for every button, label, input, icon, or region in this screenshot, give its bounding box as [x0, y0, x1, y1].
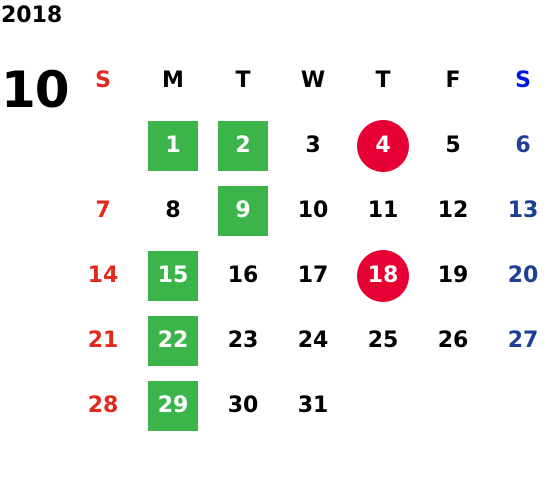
day-cell[interactable]: 6 [488, 113, 548, 178]
day-number: 30 [227, 393, 259, 418]
day-number-highlighted: 2 [218, 120, 268, 171]
weekday-header-fri: F [445, 68, 461, 93]
day-cell[interactable]: 22 [138, 308, 208, 373]
day-cell[interactable]: 29 [138, 373, 208, 438]
day-cell[interactable]: 31 [278, 373, 348, 438]
day-number-circled: 18 [357, 249, 409, 302]
day-number-circled: 4 [357, 119, 409, 172]
weekday-header-sat: S [515, 68, 531, 93]
day-number: 19 [437, 263, 469, 288]
day-cell[interactable]: 10 [278, 178, 348, 243]
day-cell[interactable]: 12 [418, 178, 488, 243]
day-cell[interactable]: 25 [348, 308, 418, 373]
day-number: 26 [437, 328, 469, 353]
day-cell[interactable]: 4 [348, 113, 418, 178]
day-number: 11 [367, 198, 399, 223]
day-cell[interactable]: 28 [68, 373, 138, 438]
day-cell[interactable]: 27 [488, 308, 548, 373]
weekday-header-mon: M [162, 68, 184, 93]
day-cell[interactable]: 17 [278, 243, 348, 308]
empty-day-cell [68, 113, 138, 178]
weekday-header-wed: W [300, 68, 326, 93]
day-cell[interactable]: 15 [138, 243, 208, 308]
day-cell[interactable]: 30 [208, 373, 278, 438]
day-number: 12 [437, 198, 469, 223]
day-number: 17 [297, 263, 329, 288]
day-number: 13 [507, 198, 539, 223]
day-number-highlighted: 1 [148, 120, 198, 171]
day-number: 14 [87, 263, 119, 288]
day-number: 28 [87, 393, 119, 418]
day-cell[interactable]: 13 [488, 178, 548, 243]
day-number: 27 [507, 328, 539, 353]
weekday-header-tue: T [235, 68, 251, 93]
day-number: 8 [165, 198, 181, 223]
day-cell[interactable]: 5 [418, 113, 488, 178]
day-cell[interactable]: 26 [418, 308, 488, 373]
day-number: 10 [297, 198, 329, 223]
day-cell[interactable]: 9 [208, 178, 278, 243]
day-number: 6 [515, 133, 531, 158]
day-number: 16 [227, 263, 259, 288]
day-number: 7 [95, 198, 111, 223]
day-cell[interactable]: 20 [488, 243, 548, 308]
day-number-highlighted: 29 [148, 380, 198, 431]
day-number-highlighted: 15 [148, 250, 198, 301]
day-number: 3 [305, 133, 321, 158]
day-number: 21 [87, 328, 119, 353]
day-number: 25 [367, 328, 399, 353]
weekday-header-thu: T [375, 68, 391, 93]
day-cell[interactable]: 19 [418, 243, 488, 308]
day-number: 31 [297, 393, 329, 418]
day-number: 20 [507, 263, 539, 288]
day-number: 24 [297, 328, 329, 353]
year-label: 2018 [1, 3, 63, 28]
day-cell[interactable]: 21 [68, 308, 138, 373]
day-cell[interactable]: 16 [208, 243, 278, 308]
day-cell[interactable]: 18 [348, 243, 418, 308]
day-cell[interactable]: 1 [138, 113, 208, 178]
day-cell[interactable]: 11 [348, 178, 418, 243]
day-cell[interactable]: 7 [68, 178, 138, 243]
day-number: 5 [445, 133, 461, 158]
day-cell[interactable]: 23 [208, 308, 278, 373]
day-number-highlighted: 9 [218, 185, 268, 236]
day-cell[interactable]: 3 [278, 113, 348, 178]
day-cell[interactable]: 2 [208, 113, 278, 178]
day-cell[interactable]: 8 [138, 178, 208, 243]
day-number-highlighted: 22 [148, 315, 198, 366]
day-cell[interactable]: 14 [68, 243, 138, 308]
month-label: 10 [1, 61, 70, 119]
day-cell[interactable]: 24 [278, 308, 348, 373]
day-number: 23 [227, 328, 259, 353]
weekday-header-sun: S [95, 68, 111, 93]
